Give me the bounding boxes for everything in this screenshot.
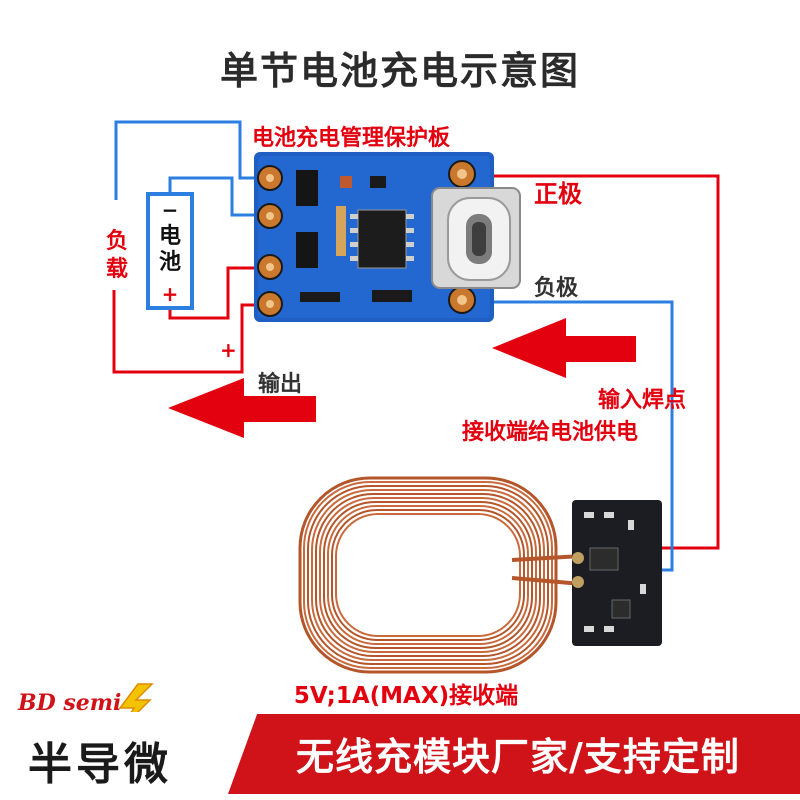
input-label-line2: 接收端给电池供电: [420, 414, 680, 446]
usb-c-connector: [432, 188, 520, 288]
battery: − 电池 +: [146, 192, 194, 310]
load-plus: +: [220, 338, 237, 362]
wire-blue-top: [116, 122, 268, 200]
brand-chinese: 半导微: [28, 728, 172, 792]
brand-latin: BD semi: [18, 690, 121, 716]
output-label: 输出: [258, 366, 302, 398]
receiver-label: 5V;1A(MAX)接收端: [256, 676, 556, 710]
slogan: 无线充模块厂家/支持定制: [238, 726, 798, 781]
battery-label: 电池: [150, 224, 190, 276]
negative-label: 负极: [534, 270, 578, 302]
input-arrow: [492, 318, 636, 378]
positive-label: 正极: [534, 174, 582, 209]
input-label-line1: 输入焊点: [512, 382, 772, 414]
pcb-label: 电池充电管理保护板: [252, 120, 450, 152]
battery-plus: +: [150, 282, 190, 306]
receiver-coil: [300, 478, 582, 672]
receiver-pcb: [572, 500, 662, 646]
load-label: 负载: [103, 228, 131, 284]
battery-minus: −: [150, 198, 190, 222]
charging-pcb: [254, 152, 520, 322]
